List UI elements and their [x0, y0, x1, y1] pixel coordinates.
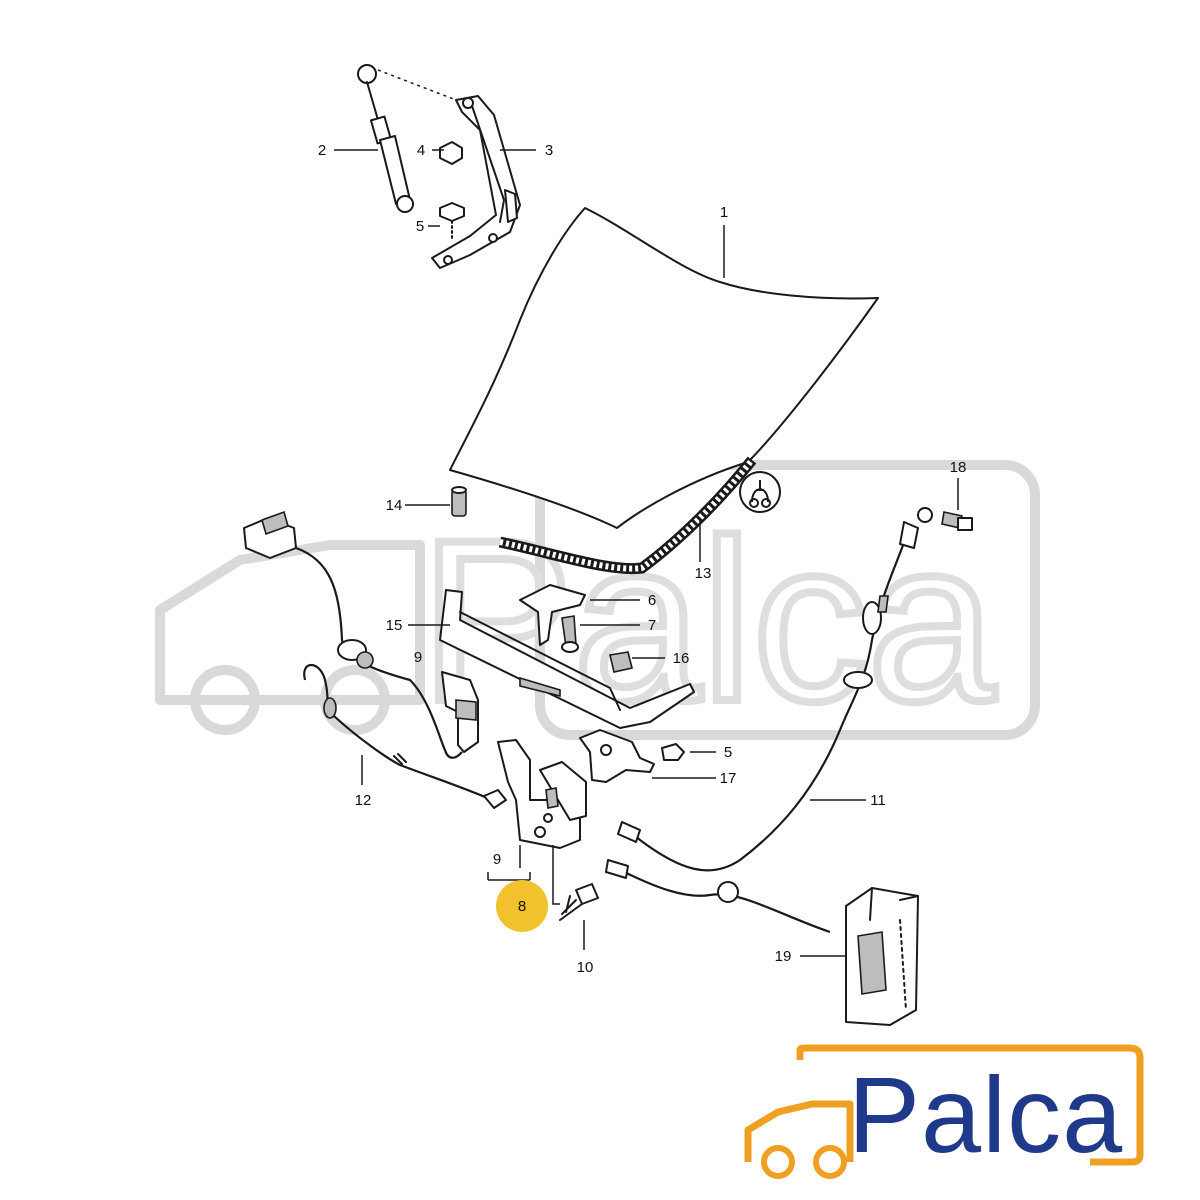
part-14-bump-stop — [451, 486, 467, 517]
part-3-hood-hinge — [431, 95, 521, 269]
part-16-clip-nut — [609, 651, 633, 673]
car-outline-icon — [744, 1044, 1144, 1179]
part-15-crossmember — [439, 589, 695, 729]
highlight-marker — [496, 880, 548, 932]
callout-11: 11 — [870, 792, 886, 809]
callout-16: 16 — [673, 650, 690, 667]
callout-13: 13 — [695, 565, 712, 582]
callout-9-upper: 9 — [414, 649, 422, 666]
callout-12: 12 — [355, 792, 372, 809]
part-13-hood-seal — [498, 456, 757, 575]
callout-3: 3 — [545, 142, 553, 159]
wiring-harness — [243, 510, 463, 759]
part-2-gas-strut — [357, 64, 457, 213]
callout-2: 2 — [318, 142, 326, 159]
callout-9-lower: 9 — [493, 851, 501, 868]
callout-19: 19 — [775, 948, 792, 965]
callout-10: 10 — [577, 959, 594, 976]
callout-14: 14 — [386, 497, 403, 514]
part-17-bracket — [579, 729, 655, 783]
callout-6: 6 — [648, 592, 656, 609]
part-19-release-handle — [845, 887, 919, 1026]
part-7-screw — [561, 615, 579, 653]
part-12-release-cable — [303, 663, 507, 809]
callout-7: 7 — [648, 617, 656, 634]
watermark-car-icon — [155, 540, 425, 735]
part-18-screw — [941, 511, 973, 531]
callout-1: 1 — [720, 204, 728, 221]
callout-17: 17 — [720, 770, 737, 787]
part-5-bolt-right — [661, 743, 685, 761]
callout-8: 8 — [518, 898, 526, 915]
clip-symbol-icon — [739, 471, 781, 513]
callout-15: 15 — [386, 617, 403, 634]
leader-lines — [334, 149, 959, 957]
callout-labels: 1 2 3 4 5 5 6 7 8 9 9 10 11 12 13 14 15 … — [318, 142, 967, 976]
logo-text: Palca — [848, 1054, 1123, 1175]
callout-4: 4 — [417, 142, 425, 159]
callout-5-hinge: 5 — [416, 218, 424, 235]
part-1-hood — [449, 207, 879, 529]
part-10-bolt — [559, 883, 599, 921]
part-4-nut — [439, 141, 463, 165]
callout-5-right: 5 — [724, 744, 732, 761]
part-5-bolt-hinge — [439, 202, 465, 241]
part-11-bowden-cable — [605, 507, 933, 934]
part-9-bracket — [441, 671, 479, 753]
callout-18: 18 — [950, 459, 967, 476]
palca-logo: Palca — [744, 1044, 1144, 1179]
part-6-bracket — [519, 584, 586, 646]
part-8-hood-lock — [497, 739, 587, 849]
